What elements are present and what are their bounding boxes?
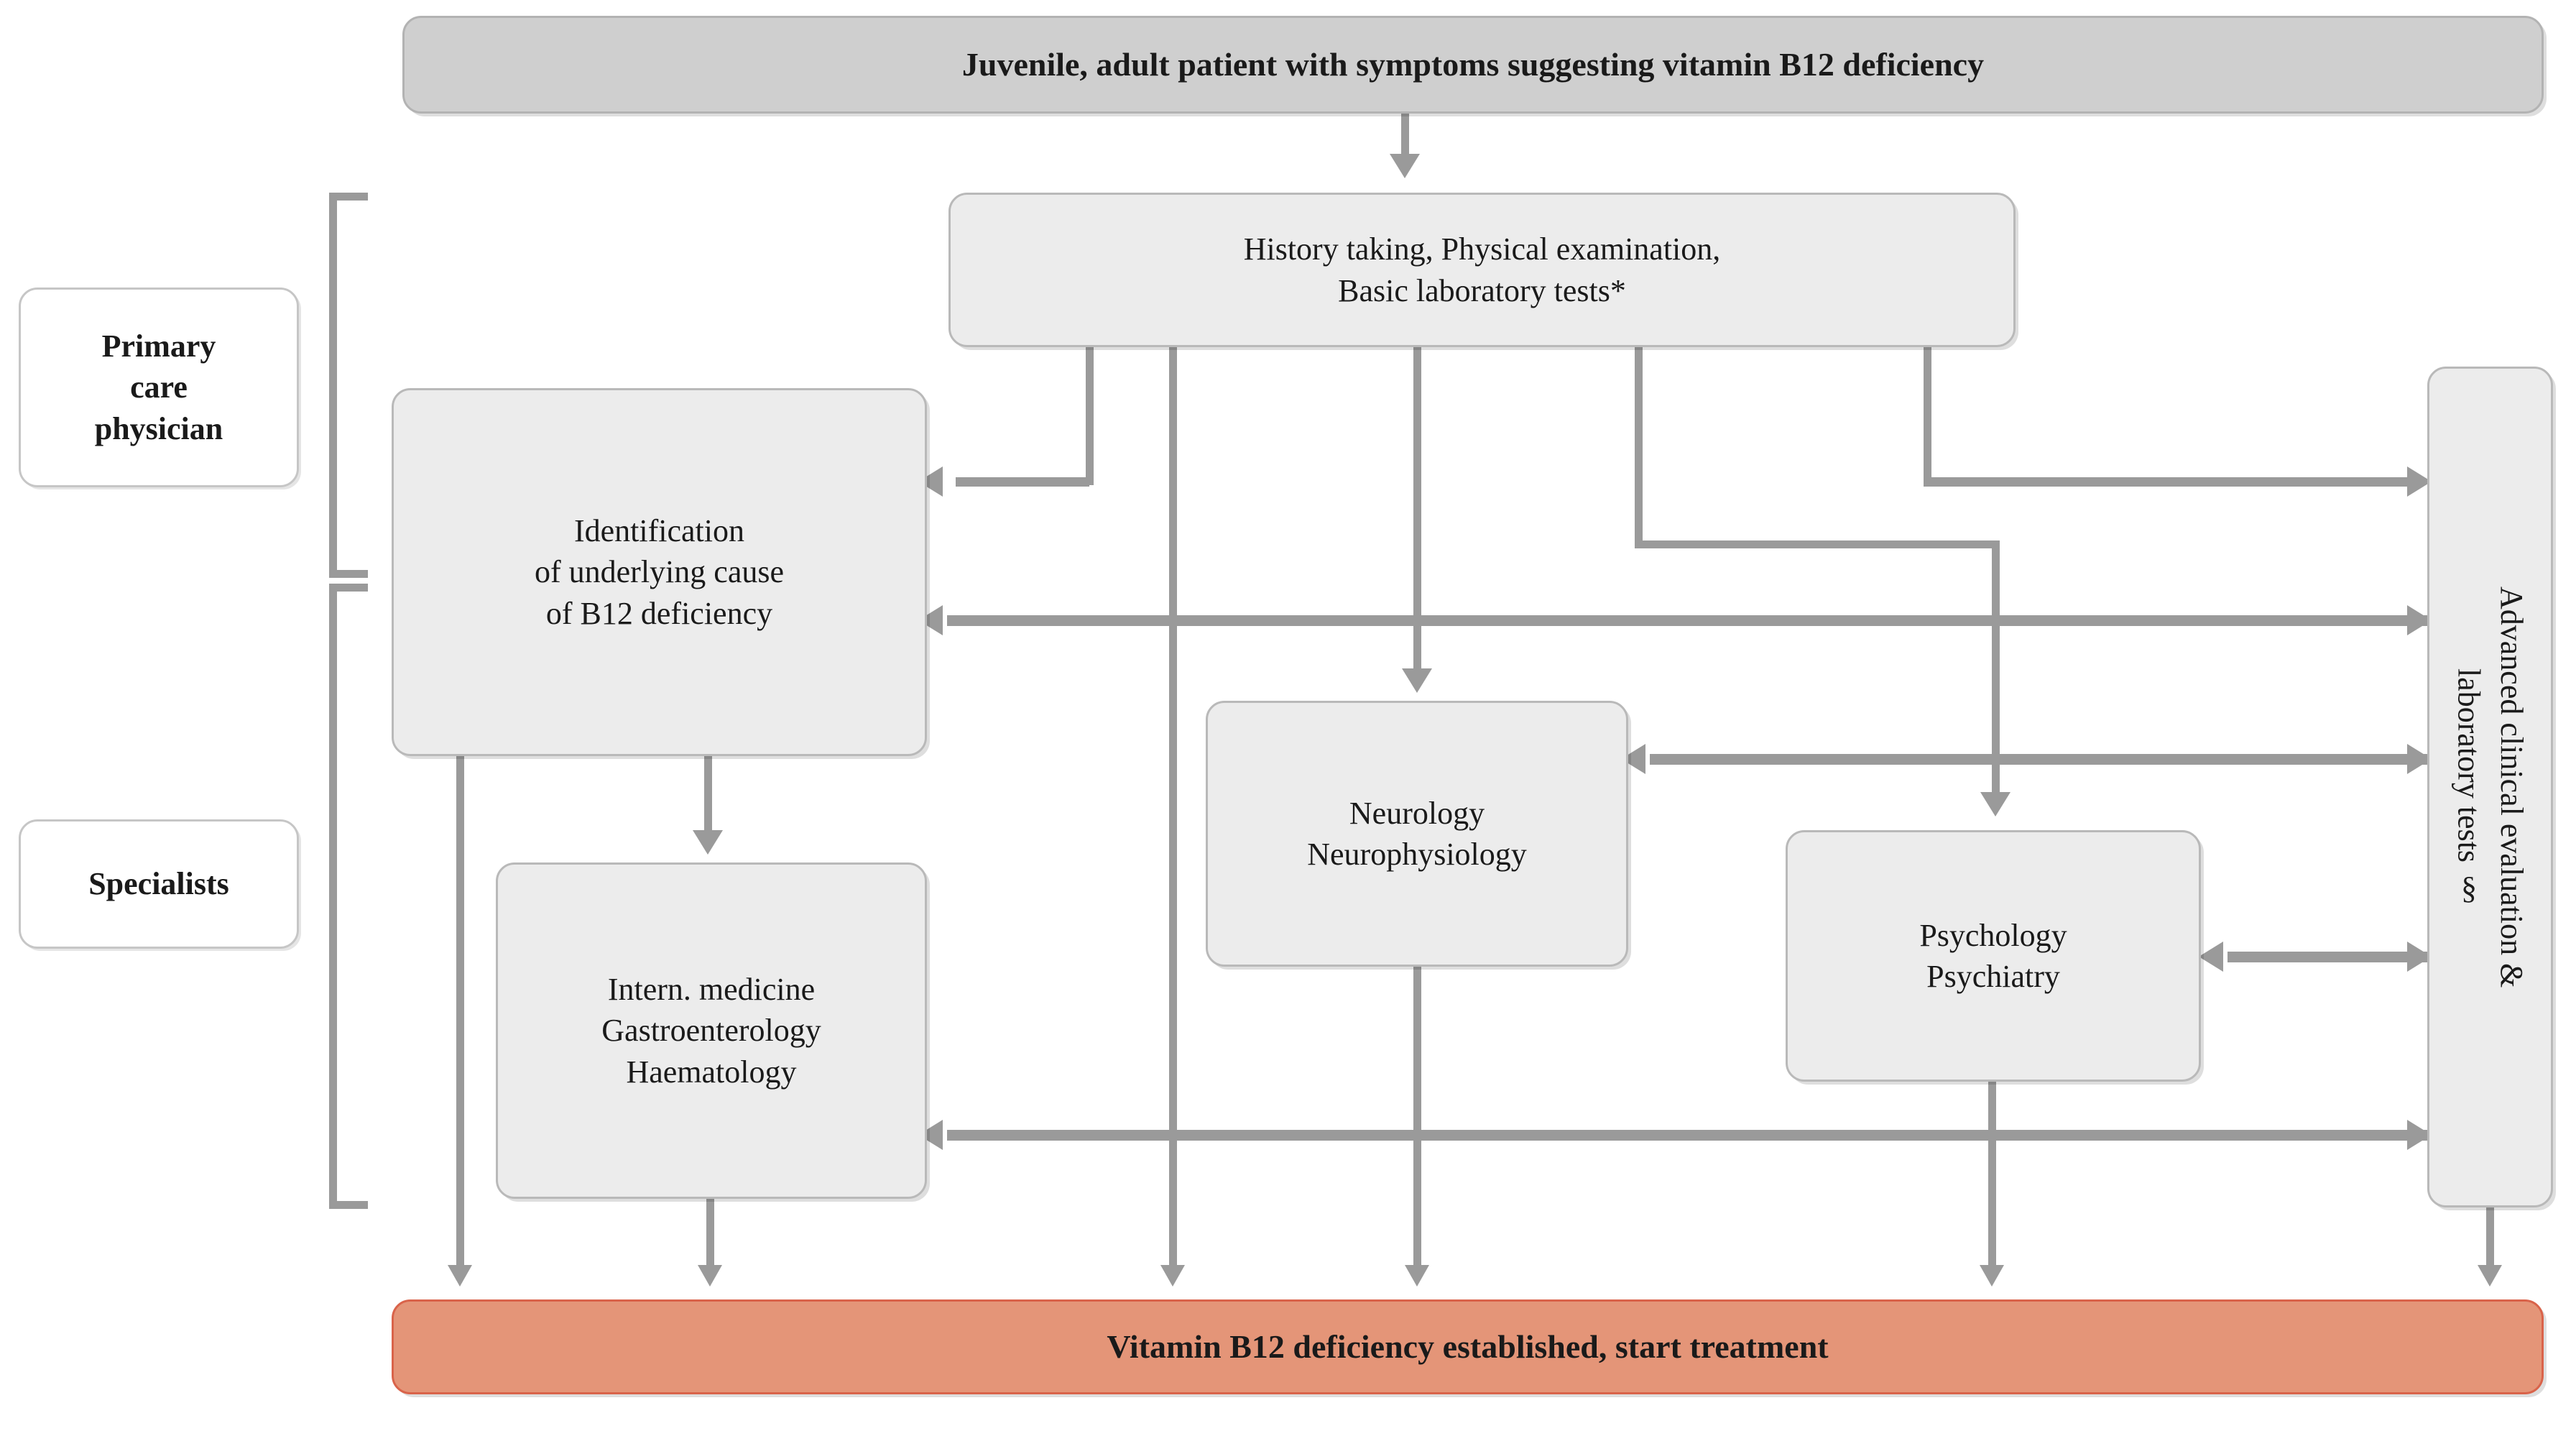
node-identification: Identification of underlying cause of B1… (392, 388, 927, 756)
node-psychology-label: Psychology Psychiatry (1919, 917, 2067, 994)
arrowhead-advanced-to-result (2478, 1265, 2502, 1287)
connector-neurology-advanced-bidirectional (1650, 754, 2427, 765)
arrowhead-header-to-history (1390, 154, 1420, 178)
connector-history-to-psychology-vertical-b (1992, 540, 2000, 798)
node-history-taking-label: History taking, Physical examination, Ba… (1243, 231, 1721, 308)
connector-internal-medicine-to-result (706, 1199, 714, 1273)
node-header-patient: Juvenile, adult patient with symptoms su… (402, 16, 2544, 114)
connector-history-to-identification-horizontal (956, 477, 1089, 487)
node-history-taking: History taking, Physical examination, Ba… (948, 193, 2016, 347)
arrowhead-history-to-result (1160, 1265, 1185, 1287)
connector-internal-medicine-advanced-bidirectional (947, 1130, 2427, 1141)
group-label-primary-care-text: Primary care physician (94, 328, 223, 446)
connector-history-to-advanced-vertical (1924, 347, 1931, 485)
connector-history-to-identification-vertical (1086, 347, 1094, 485)
connector-identification-advanced-bidirectional (947, 615, 2427, 626)
connector-advanced-to-result (2486, 1207, 2494, 1273)
node-neurology-label: Neurology Neurophysiology (1307, 795, 1527, 872)
bracket-specialists (329, 584, 368, 1209)
arrowhead-identification-to-result (448, 1265, 472, 1287)
connector-history-to-result (1169, 347, 1177, 1273)
node-advanced-evaluation: Advanced clinical evaluation & laborator… (2427, 367, 2553, 1207)
connector-psychology-to-result (1988, 1082, 1996, 1273)
connector-identification-to-internal-medicine (704, 756, 712, 835)
node-identification-label: Identification of underlying cause of B1… (535, 513, 784, 631)
arrowhead-advanced-to-psychology (2199, 942, 2223, 972)
node-neurology: Neurology Neurophysiology (1206, 701, 1628, 967)
node-result-banner: Vitamin B12 deficiency established, star… (392, 1299, 2544, 1394)
node-header-patient-label: Juvenile, adult patient with symptoms su… (961, 46, 1985, 83)
node-internal-medicine-label: Intern. medicine Gastroenterology Haemat… (601, 972, 821, 1090)
connector-psychology-advanced-bidirectional (2228, 952, 2427, 962)
connector-neurology-to-result (1413, 967, 1421, 1273)
arrowhead-internal-medicine-to-result (698, 1265, 722, 1287)
connector-header-to-history (1401, 114, 1409, 161)
connector-history-to-psychology-horizontal (1635, 540, 2000, 548)
node-advanced-evaluation-label: Advanced clinical evaluation & laborator… (2451, 586, 2529, 988)
connector-identification-to-result (456, 756, 464, 1273)
node-result-banner-label: Vitamin B12 deficiency established, star… (1107, 1328, 1829, 1366)
arrowhead-history-to-neurology (1402, 668, 1432, 693)
group-label-specialists: Specialists (19, 819, 299, 949)
connector-history-to-advanced-horizontal (1924, 477, 2422, 487)
connector-history-to-neurology (1413, 347, 1421, 674)
connector-history-to-psychology-vertical-a (1635, 347, 1643, 548)
arrowhead-psychology-to-result (1980, 1265, 2004, 1287)
group-label-primary-care: Primary care physician (19, 287, 299, 487)
arrowhead-history-to-psychology (1980, 792, 2011, 816)
bracket-primary-care (329, 193, 368, 578)
arrowhead-neurology-to-result (1405, 1265, 1429, 1287)
node-internal-medicine: Intern. medicine Gastroenterology Haemat… (496, 862, 927, 1199)
group-label-specialists-text: Specialists (88, 866, 229, 902)
node-psychology: Psychology Psychiatry (1786, 830, 2201, 1082)
arrowhead-identification-to-internal-medicine (693, 830, 723, 855)
